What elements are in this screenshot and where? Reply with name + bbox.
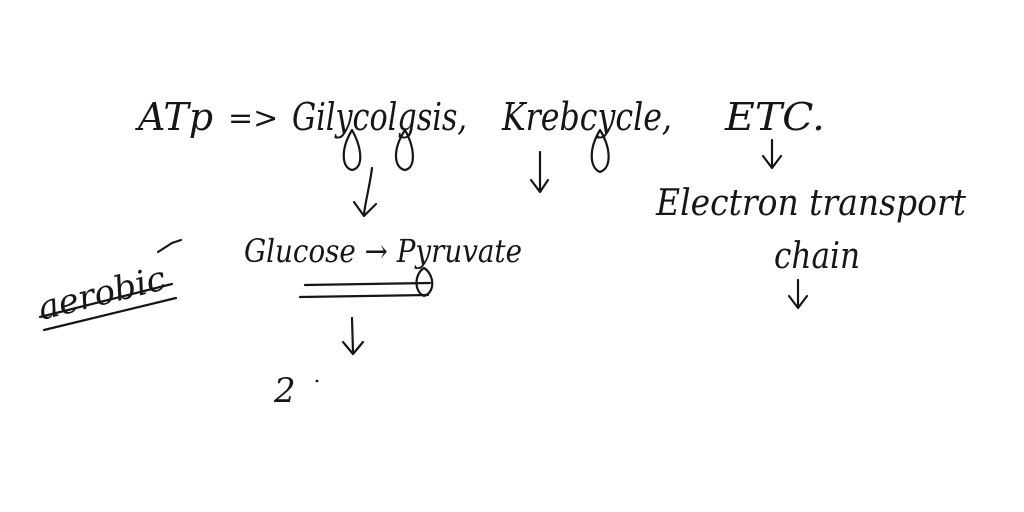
down-arrow-icon bbox=[787, 278, 809, 310]
down-arrow-icon bbox=[352, 166, 378, 218]
loop-mark-3 bbox=[590, 128, 610, 174]
loop-mark-1 bbox=[342, 128, 362, 172]
aerobic-underline-2 bbox=[42, 296, 178, 332]
krebs-cycle-text: Krebcycle, bbox=[501, 95, 672, 139]
aerobic-text: aerobic bbox=[34, 259, 170, 329]
chain-text: chain bbox=[774, 236, 860, 277]
down-arrow-icon bbox=[529, 150, 550, 194]
aerobic-underline-1 bbox=[38, 282, 174, 319]
down-arrow-icon bbox=[341, 316, 365, 356]
implies-arrow-text: => bbox=[228, 101, 278, 136]
atp-text: ATp bbox=[135, 95, 213, 139]
loop-mark-2 bbox=[394, 128, 414, 172]
pyruvate-underline bbox=[298, 266, 434, 299]
aerobic-label: aerobic bbox=[34, 259, 170, 329]
two-text: 2 bbox=[273, 371, 296, 411]
electron-transport-text: Electron transport bbox=[655, 183, 966, 224]
glycolysis-text: Gilycolgsis, bbox=[292, 95, 467, 139]
etc-text: ETC. bbox=[724, 95, 825, 139]
check-mark-icon bbox=[156, 238, 183, 254]
ink-dot bbox=[315, 379, 319, 383]
glucose-pyruvate-text: Glucose → Pyruvate bbox=[244, 232, 522, 270]
down-arrow-icon bbox=[761, 138, 783, 170]
